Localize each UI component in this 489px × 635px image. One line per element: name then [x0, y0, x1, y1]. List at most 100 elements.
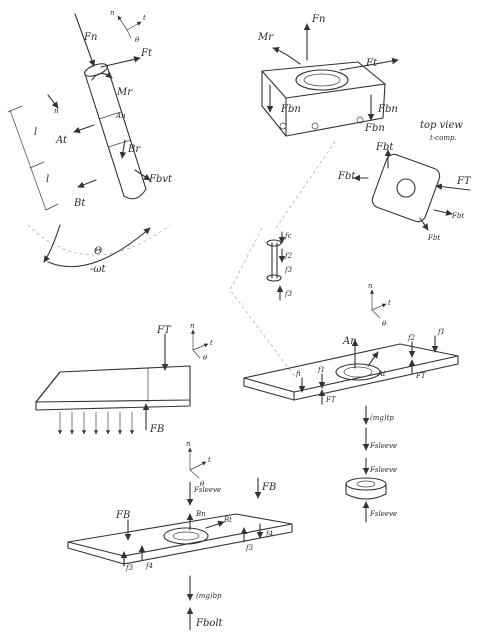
block-diagram: Fn Mr Ft Fbn Fbn Fbn	[257, 14, 399, 137]
beam-fn-arrow	[74, 13, 96, 67]
beam-an-label: An	[115, 112, 126, 120]
base-axis-n: n	[186, 440, 191, 448]
beam-fn-label: Fn	[83, 32, 97, 43]
beam-axis-theta: θ	[135, 36, 140, 44]
sleeve-ring	[345, 477, 387, 500]
plate-an-label: An	[342, 336, 357, 347]
top-view-subtitle: t-comp.	[430, 134, 457, 142]
wedge-axis-t: t	[210, 339, 213, 347]
beam-dim-l2: l	[46, 174, 49, 185]
plate-axis-t: t	[388, 299, 391, 307]
plate-fsleeve-label-2: Fsleeve	[369, 466, 397, 474]
beam-cylinder	[84, 63, 147, 200]
wedge-body	[35, 365, 191, 411]
top-view-fbt-right-label: Fbt	[451, 212, 464, 220]
top-view-fbt-bottom-label: Fbt	[427, 234, 440, 242]
plate-diagram: n t θ An At f1 f2 fi f1 FT FT (mg)tp Fsl…	[243, 282, 459, 523]
base-diagram: n t θ Fsleeve FB FB Bn Bt f4 f3 f4 f3 (m…	[67, 440, 293, 631]
spring-f2-label: f2	[284, 252, 293, 260]
spring-detail: fc f2 f3 f3	[229, 139, 337, 379]
beam-an-arrow	[47, 94, 59, 109]
base-fsleeve-label: Fsleeve	[193, 486, 221, 494]
block-fbn-left-label: Fbn	[280, 104, 301, 115]
block-ft-label: Ft	[365, 58, 378, 69]
base-axis-theta: θ	[200, 480, 205, 488]
block-ft-arrow	[339, 57, 399, 71]
beam-at-label: At	[55, 135, 68, 146]
beam-diagram: n t θ Fn Ft Mr An At Br Fbvt n	[7, 9, 173, 275]
wedge-diagram: n t θ FT FB	[35, 322, 213, 435]
base-fb-right-label: FB	[261, 482, 276, 493]
base-f4-label: f4	[145, 562, 153, 570]
base-f4-right-label: f4	[265, 530, 273, 538]
block-fbn-lower-label: Fbn	[364, 123, 385, 134]
base-plate	[67, 513, 293, 565]
base-axis-t: t	[208, 456, 211, 464]
base-mg-label: (mg)bp	[196, 592, 222, 600]
base-bn-label: Bn	[195, 510, 206, 518]
spring-f3b-label: f3	[284, 290, 293, 298]
block-mr-arc	[272, 46, 301, 65]
wedge-fb-label: FB	[149, 424, 164, 435]
beam-rotation-arc-2	[43, 224, 61, 263]
beam-br-label: Br	[127, 144, 141, 155]
plate-fi-label: fi	[295, 370, 301, 378]
plate-ft-right-label: FT	[415, 372, 427, 380]
base-bt-arrow	[205, 520, 225, 529]
plate-axis-n: n	[368, 282, 373, 290]
beam-omega-label: -ωt	[90, 264, 107, 275]
beam-dimensions: l l	[7, 105, 59, 211]
wedge-axis-n: n	[190, 322, 195, 330]
beam-axis-t: t	[143, 14, 146, 22]
block-fbn-right-label: Fbn	[377, 104, 398, 115]
beam-fbvt-label: Fbvt	[148, 174, 173, 185]
top-view-fbt-top-label: Fbt	[375, 142, 394, 153]
beam-at-arrow	[73, 124, 95, 134]
block-mr-label: Mr	[257, 32, 274, 43]
plate-at-label: At	[377, 370, 386, 378]
beam-axes: n t θ	[110, 9, 146, 44]
beam-bt-arrow	[77, 179, 97, 188]
block-body	[261, 61, 386, 137]
base-fb-left-label: FB	[115, 510, 130, 521]
plate-fsleeve-label-1: Fsleeve	[369, 442, 397, 450]
beam-bt-label: Bt	[73, 198, 86, 209]
plate-body	[243, 343, 459, 401]
top-view-fbt-right-arrow	[433, 209, 453, 216]
top-view-ft-arrow	[435, 183, 471, 191]
base-f3-label: f3	[245, 544, 254, 552]
top-view-fbt-bottom-arrow	[419, 217, 429, 231]
block-fn-label: Fn	[311, 14, 325, 25]
base-axes: n t θ	[186, 440, 211, 488]
beam-n-small: n	[54, 107, 59, 115]
top-view-fbt-left-label: Fbt	[337, 171, 356, 182]
beam-ft-label: Ft	[140, 48, 153, 59]
base-f3b-label: f3	[125, 564, 134, 572]
wedge-axes: n t θ	[190, 322, 213, 362]
plate-ft-left-label: FT	[325, 396, 337, 404]
top-view-title: top view	[420, 120, 463, 131]
plate-axis-theta: θ	[382, 320, 387, 328]
plate-f1-label: f1	[437, 328, 445, 336]
top-view-diagram: top view t-comp. Fbt FT Fbt Fbt Fbt	[337, 120, 472, 242]
beam-br-arrow	[119, 139, 127, 159]
plate-f2-label: f2	[407, 334, 416, 342]
top-view-square	[371, 153, 441, 223]
base-fbolt-label: Fbolt	[195, 618, 224, 629]
beam-fbvt-arrow	[134, 169, 151, 181]
plate-axes: n t θ	[368, 282, 391, 328]
wedge-axis-theta: θ	[203, 354, 208, 362]
base-bt-label: Bt	[223, 516, 232, 524]
top-view-ft-label: FT	[456, 176, 472, 187]
beam-mr-arc	[91, 71, 113, 81]
wedge-ft-label: FT	[156, 325, 172, 336]
beam-mr-label: Mr	[116, 87, 133, 98]
plate-f1b-label: f1	[317, 366, 325, 374]
beam-rotation-arc	[47, 227, 151, 268]
plate-at-arrow	[367, 351, 379, 367]
beam-theta-label: Θ	[94, 246, 102, 257]
beam-dim-l1: l	[34, 127, 37, 138]
wedge-pressure-arrows	[57, 411, 135, 435]
spring-fc-label: fc	[284, 232, 292, 240]
